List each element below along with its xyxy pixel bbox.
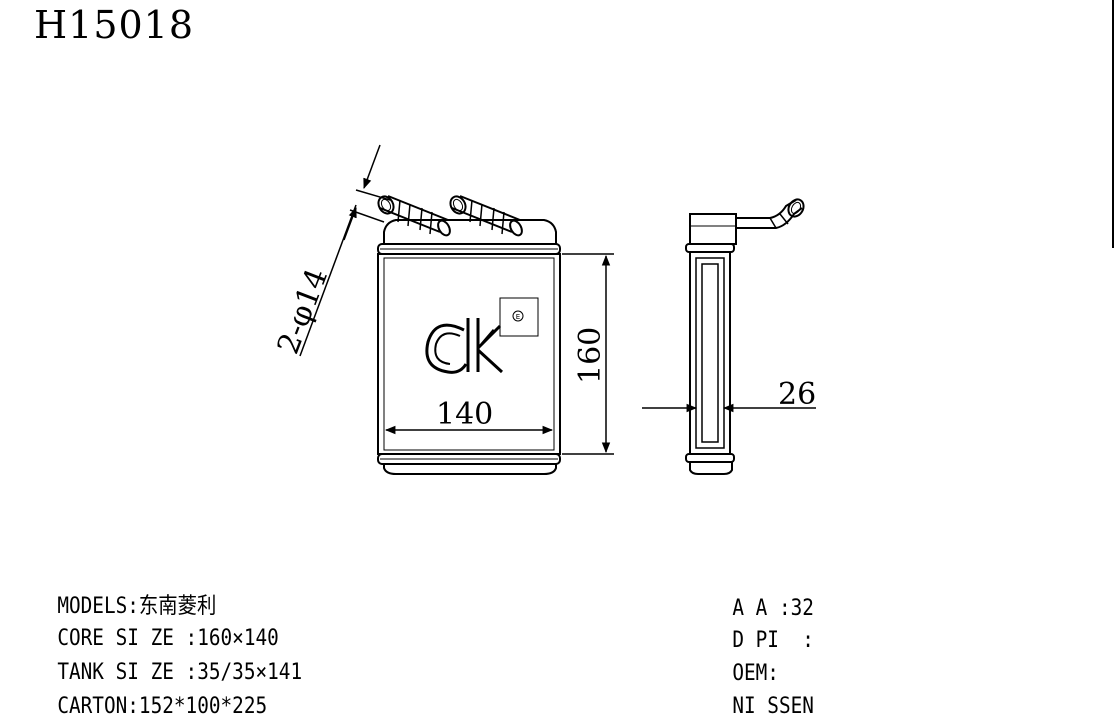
spec-label: A A : [732, 596, 791, 621]
part-number-title: H15018 [34, 3, 195, 47]
spec-models: MODELS:东南菱利 [34, 574, 216, 618]
spec-label: CORE SI ZE : [57, 626, 198, 651]
ck-logo [425, 297, 539, 374]
spec-label: MODELS: [57, 594, 139, 619]
side-view [685, 198, 805, 475]
width-value: 140 [436, 397, 493, 432]
spec-label: OEM: [732, 661, 779, 686]
side-pipe [736, 199, 803, 229]
inlet-pipe [377, 195, 451, 237]
spec-label: NI SSEN [732, 694, 814, 719]
pipe-diameter-dimension [299, 144, 391, 357]
spec-brand: NI SSEN [709, 674, 814, 718]
spec-value: 32 [790, 596, 814, 621]
page-edge-line [1112, 0, 1114, 248]
side-core [689, 251, 731, 455]
spec-label: CARTON: [57, 694, 139, 719]
pipe-diameter-value: 2-φ14 [271, 264, 335, 359]
height-dimension [562, 253, 614, 455]
spec-carton: CARTON:152*100*225 [34, 674, 267, 718]
spec-value: 152*100*225 [138, 694, 268, 719]
logo-mark: E [516, 313, 520, 321]
spec-label: D PI : [732, 628, 814, 653]
top-tank [383, 219, 557, 244]
spec-core-size: CORE SI ZE :160×140 [34, 606, 279, 651]
spec-oem: OEM: [709, 641, 779, 685]
spec-value: 160×140 [197, 626, 279, 651]
spec-tank-size: TANK SI ZE :35/35×141 [34, 640, 302, 684]
outlet-pipe [449, 195, 523, 237]
bottom-header-plate [377, 453, 561, 465]
height-value: 160 [573, 327, 608, 384]
spec-label: TANK SI ZE : [57, 660, 198, 685]
spec-value: 东南菱利 [138, 594, 217, 619]
spec-dpi: D PI : [709, 608, 814, 652]
bottom-tank [383, 464, 557, 475]
spec-aa: A A :32 [709, 576, 814, 620]
front-view [377, 195, 561, 475]
thickness-value: 26 [778, 377, 816, 412]
logo-frame [499, 297, 539, 337]
spec-value: 35/35×141 [197, 660, 303, 685]
